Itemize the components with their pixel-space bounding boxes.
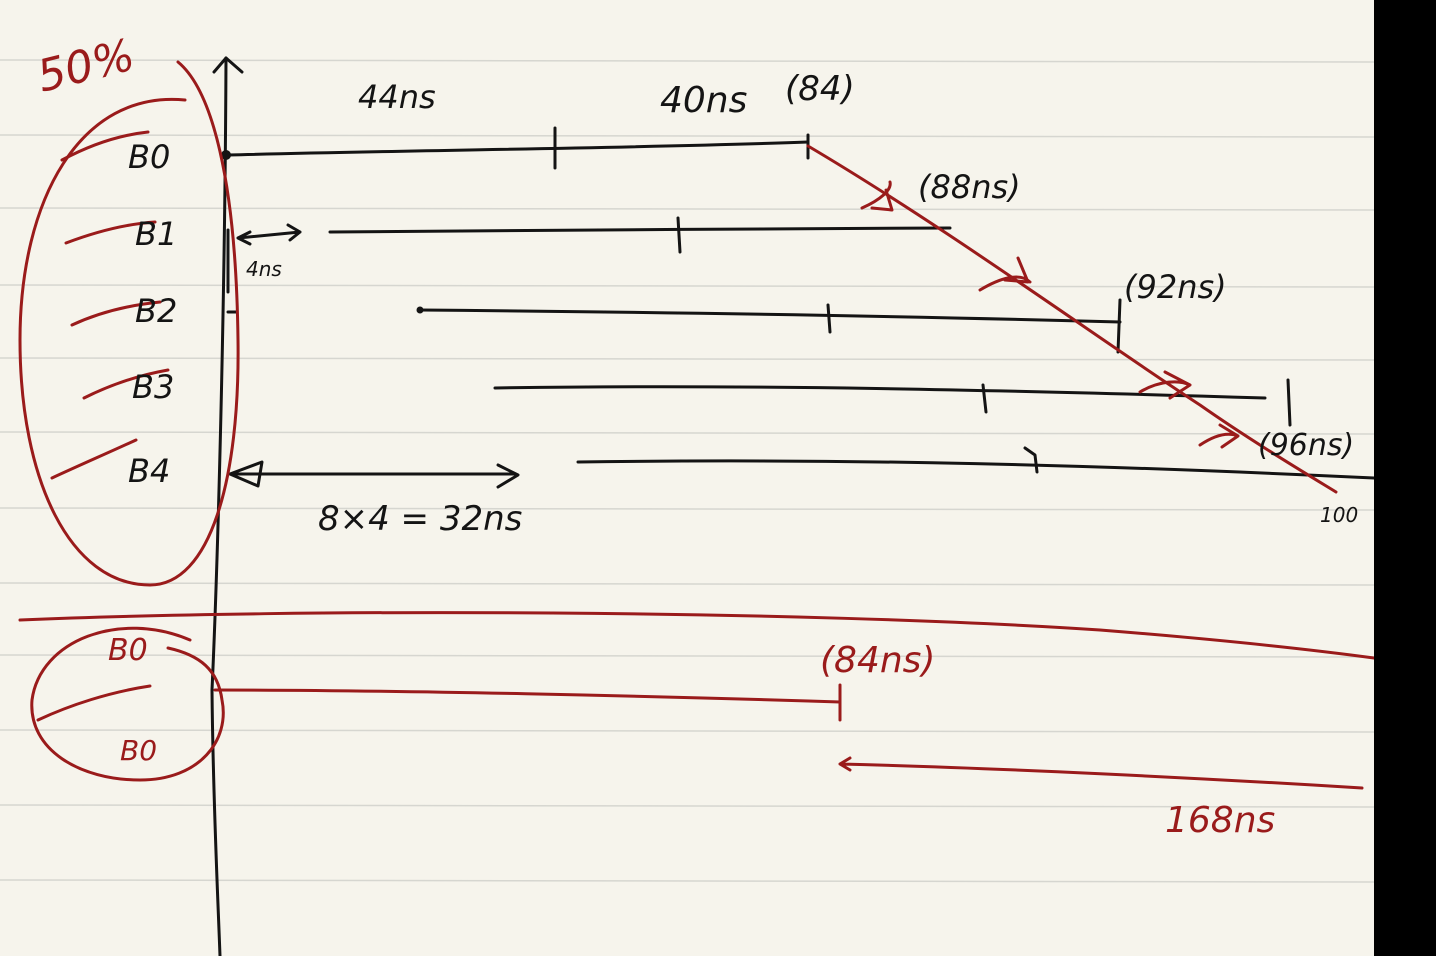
completion-label-100: 100 (1320, 503, 1358, 527)
buffer-label-b3: B3 (132, 368, 174, 406)
access-time-label: 40ns (660, 80, 747, 121)
completion-label-92: (92ns) (1124, 268, 1227, 306)
ruled-lines (0, 59, 1374, 883)
timeline-b4 (576, 459, 1374, 480)
vertical-axis (210, 56, 228, 956)
diag-arrow-3 (1138, 370, 1192, 400)
timeline-b1 (328, 226, 952, 234)
bottom-formula: 8×4 = 32ns (318, 499, 522, 539)
axis-arrowhead (212, 56, 244, 74)
mark-bottom (36, 684, 152, 722)
first-complete-label: (84) (785, 69, 855, 109)
top-buffer-ellipse (18, 60, 240, 587)
timeline-b0 (226, 140, 810, 157)
buffer-label-b0: B0 (128, 138, 170, 176)
bottom-buffer-label-2: B0 (120, 734, 157, 767)
tick-b4-mid (1023, 446, 1039, 474)
bottom-return-line (838, 756, 1364, 790)
bottom-mark-label: (84ns) (820, 640, 935, 681)
percent-label: 50% (32, 30, 139, 103)
mark-b3 (82, 368, 170, 400)
gap-bracket (226, 228, 238, 314)
tick-b2-end (1116, 298, 1122, 354)
bottom-timeline (213, 688, 842, 704)
mark-b1 (64, 220, 157, 245)
bottom-total-label: 168ns (1165, 800, 1275, 841)
gap-label: 4ns (246, 257, 282, 281)
tick-b3-mid (981, 383, 988, 414)
timeline-b3 (493, 385, 1267, 400)
buffer-label-b2: B2 (135, 292, 177, 330)
buffer-label-b4: B4 (128, 452, 170, 490)
buffer-label-b1: B1 (135, 215, 177, 253)
lined-paper: 50% B0 B1 B2 B3 B4 44ns 40ns (84) 4ns (8… (0, 0, 1374, 956)
mark-b2 (70, 300, 162, 327)
gap-arrow (236, 223, 302, 246)
tick-b2-mid (826, 303, 832, 334)
mark-b0 (60, 130, 150, 162)
completion-label-96: (96ns) (1258, 428, 1354, 463)
completion-label-88: (88ns) (918, 168, 1021, 206)
span-arrow (228, 460, 520, 489)
completion-diagonal (806, 144, 1338, 494)
bottom-buffer-label-1: B0 (108, 633, 148, 668)
handwritten-timing-diagram: 50% B0 B1 B2 B3 B4 44ns 40ns (84) 4ns (8… (0, 30, 1374, 956)
section-separator (18, 611, 1374, 660)
diag-arrow-1 (860, 180, 894, 212)
mark-b4 (50, 438, 138, 480)
diag-arrow-4 (1198, 423, 1240, 449)
timeline-b2-start-dot (416, 306, 424, 314)
side-black-strip (1374, 0, 1436, 956)
buffer-timelines (221, 126, 1374, 480)
tick-b1-mid (676, 216, 682, 254)
tick-b3-end (1286, 378, 1292, 427)
timeline-b0-start-dot (221, 150, 231, 160)
timeline-b2 (418, 308, 1122, 324)
stage-delay-label: 44ns (358, 78, 436, 116)
diag-arrow-2 (978, 256, 1032, 292)
